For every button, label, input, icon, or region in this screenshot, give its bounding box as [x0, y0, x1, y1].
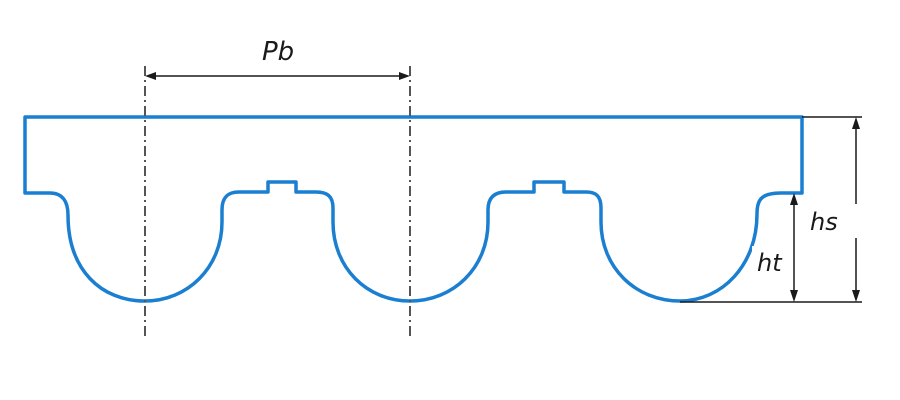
- tooth-height-dimension: [790, 193, 798, 302]
- hs-label-bg: [806, 204, 858, 238]
- pitch-dimension: [145, 72, 410, 80]
- pitch-label: Pb: [262, 37, 294, 67]
- total-height-label: hs: [810, 208, 838, 236]
- belt-profile: [23, 115, 804, 303]
- ht-label-bg: [752, 246, 792, 278]
- tooth-height-label: ht: [757, 249, 783, 277]
